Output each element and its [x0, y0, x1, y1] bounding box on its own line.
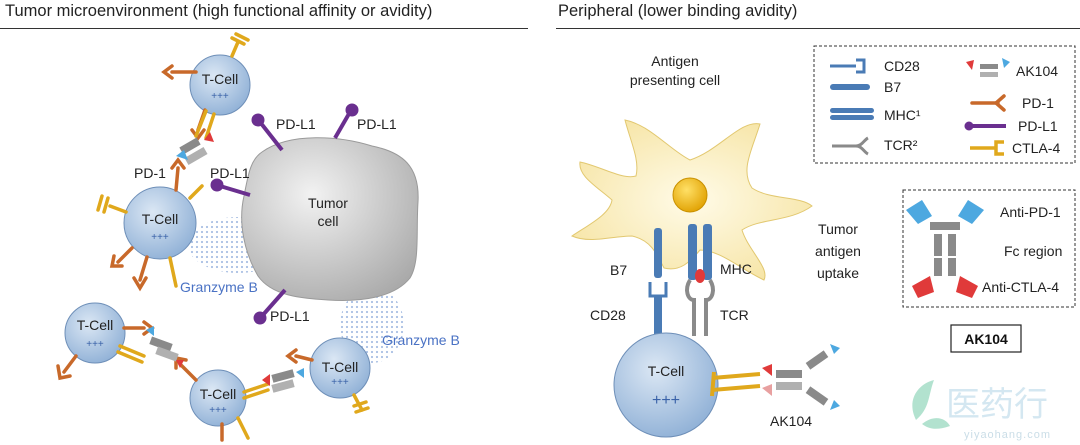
- b7-icon: [830, 84, 870, 90]
- tcell-label: T-Cell: [322, 359, 359, 375]
- ak104-icon: [762, 344, 840, 410]
- tcell-charge: +++: [331, 377, 349, 388]
- legend-label: CD28: [884, 58, 920, 74]
- tcell-label: T-Cell: [200, 386, 237, 402]
- tcell-charge: +++: [652, 392, 680, 409]
- apc-label: presenting cell: [630, 72, 720, 88]
- right-title-rule: [556, 28, 1080, 29]
- ak104-icon: [146, 326, 184, 368]
- ak104-icon: [176, 132, 214, 165]
- mhc-icon: [688, 224, 712, 283]
- legend-label: TCR²: [884, 137, 918, 153]
- tcell-charge: +++: [209, 405, 227, 416]
- cd28-icon: [830, 58, 866, 74]
- ctla4-icon: [970, 140, 1004, 156]
- b7-label: B7: [610, 262, 627, 278]
- tcell: T-Cell +++: [123, 186, 197, 260]
- apc-nucleus: [672, 177, 708, 213]
- tcell-charge: +++: [151, 232, 169, 243]
- legend-label: PD-L1: [1018, 118, 1058, 134]
- pd1-label: PD-1: [134, 165, 166, 181]
- legend-label: PD-1: [1022, 95, 1054, 111]
- antibody-legend: Anti-PD-1 Fc region Anti-CTLA-4: [902, 189, 1076, 308]
- anti-ctla4-label: Anti-CTLA-4: [982, 279, 1059, 295]
- pdl1-icon: [964, 121, 1006, 131]
- watermark-url: yiyaohang.com: [964, 429, 1051, 441]
- legend-label: B7: [884, 79, 901, 95]
- pdl1-label: PD-L1: [270, 308, 310, 324]
- b7-icon: [654, 228, 662, 278]
- ctla4-icon: [96, 32, 370, 440]
- legend-label: MHC¹: [884, 107, 921, 123]
- cd28-icon: [648, 282, 668, 336]
- ak104-antibody-icon: [906, 200, 984, 298]
- anti-pd1-label: Anti-PD-1: [1000, 204, 1061, 220]
- ak104-name-label: AK104: [964, 331, 1008, 347]
- cd28-label: CD28: [590, 307, 626, 323]
- tcell-label: T-Cell: [648, 363, 685, 379]
- tcr-label: TCR: [720, 307, 749, 323]
- uptake-label: antigen: [815, 243, 861, 259]
- granzyme-label: Granzyme B: [180, 279, 258, 295]
- tcr-icon: [685, 278, 715, 336]
- uptake-label: uptake: [817, 265, 859, 281]
- tcell-charge: +++: [211, 91, 229, 102]
- watermark-text: 医药行: [946, 386, 1048, 424]
- tcell: T-Cell +++: [309, 337, 371, 399]
- left-panel-title: Tumor microenvironment (high functional …: [5, 2, 433, 20]
- tcell-label: T-Cell: [77, 317, 114, 333]
- mhc-icon: [830, 108, 874, 120]
- ak104-name-box: AK104: [950, 324, 1022, 353]
- granzyme-label: Granzyme B: [382, 332, 460, 348]
- ak104-label: AK104: [770, 413, 812, 429]
- left-title-rule: [0, 28, 528, 29]
- pdl1-label: PD-L1: [210, 165, 250, 181]
- tcell-charge: +++: [86, 339, 104, 350]
- legend: CD28 B7 MHC¹ TCR² AK104: [813, 45, 1076, 164]
- pdl1-label: PD-L1: [357, 116, 397, 132]
- tumor-label: cell: [317, 213, 338, 229]
- tcr-icon: [832, 136, 869, 156]
- ak104-icon: [966, 58, 1010, 77]
- pdl1-label: PD-L1: [276, 116, 316, 132]
- fc-region-label: Fc region: [1004, 243, 1062, 259]
- right-panel-title: Peripheral (lower binding avidity): [558, 2, 798, 20]
- ak104-icon: [262, 368, 304, 393]
- tcell: T-Cell +++: [189, 369, 247, 427]
- watermark: 医药行 yiyaohang.com: [912, 380, 1051, 441]
- tumor-label: Tumor: [308, 195, 348, 211]
- pd1-icon: [56, 64, 314, 442]
- legend-label: CTLA-4: [1012, 140, 1060, 156]
- tumor-cell: Tumor cell: [241, 137, 419, 301]
- legend-label: AK104: [1016, 63, 1058, 79]
- pdl1-icon: [210, 103, 359, 325]
- uptake-label: Tumor: [818, 221, 858, 237]
- pd1-icon: [970, 94, 1006, 112]
- tcell: T-Cell +++: [613, 332, 719, 438]
- leaf-logo-icon: [912, 380, 950, 429]
- ctla4-icon: [710, 371, 761, 397]
- antigen-presenting-cell: [570, 119, 813, 281]
- tcell-label: T-Cell: [202, 71, 239, 87]
- tcell: T-Cell +++: [64, 302, 126, 364]
- mhc-label: MHC: [720, 261, 752, 277]
- tcell-label: T-Cell: [142, 211, 179, 227]
- apc-label: Antigen: [651, 53, 698, 69]
- tcell: T-Cell +++: [189, 54, 251, 116]
